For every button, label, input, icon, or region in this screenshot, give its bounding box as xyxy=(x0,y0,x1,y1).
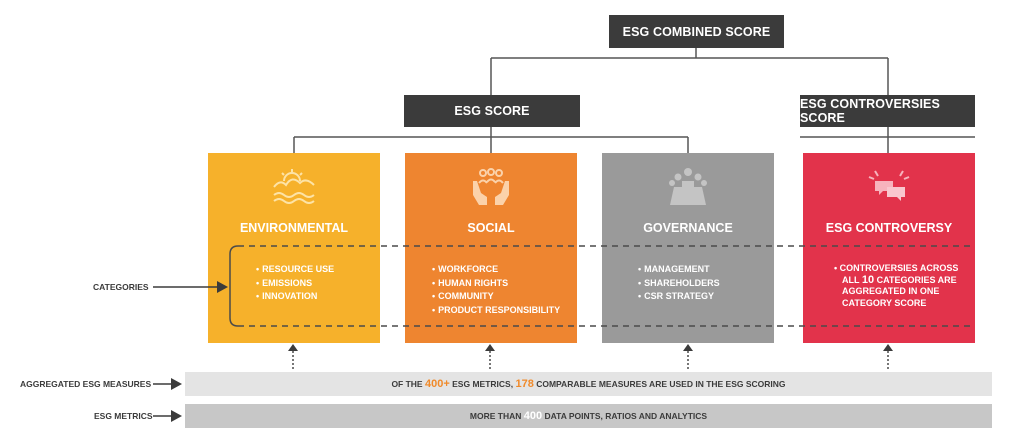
environmental-card: ENVIRONMENTAL RESOURCE USE EMISSIONS INN… xyxy=(208,153,380,343)
speech-bubbles-icon xyxy=(868,170,910,201)
list-item: EMISSIONS xyxy=(256,277,334,291)
esg-combined-score-header: ESG COMBINED SCORE xyxy=(609,15,784,48)
list-item: HUMAN RIGHTS xyxy=(432,277,560,291)
list-item: MANAGEMENT xyxy=(638,263,720,277)
list-item: INNOVATION xyxy=(256,290,334,304)
list-item: COMMUNITY xyxy=(432,290,560,304)
list-item: RESOURCE USE xyxy=(256,263,334,277)
list-item: PRODUCT RESPONSIBILITY xyxy=(432,304,560,318)
governance-card: GOVERNANCE MANAGEMENT SHAREHOLDERS CSR S… xyxy=(602,153,774,343)
environmental-title: ENVIRONMENTAL xyxy=(239,221,349,235)
governance-list: MANAGEMENT SHAREHOLDERS CSR STRATEGY xyxy=(638,263,720,304)
social-card: SOCIAL WORKFORCE HUMAN RIGHTS COMMUNITY … xyxy=(405,153,577,343)
esg-controversy-text: • CONTROVERSIES ACROSS ALL 10 CATEGORIES… xyxy=(834,263,959,308)
aggregated-measures-bar: OF THE 400+ ESG METRICS, 178 COMPARABLE … xyxy=(185,372,992,396)
esg-metrics-bar: MORE THAN 400 DATA POINTS, RATIOS AND AN… xyxy=(185,404,992,428)
social-list: WORKFORCE HUMAN RIGHTS COMMUNITY PRODUCT… xyxy=(432,263,560,317)
aggregated-esg-measures-label: AGGREGATED ESG MEASURES xyxy=(20,379,152,389)
social-title: SOCIAL xyxy=(467,221,515,235)
governance-title: GOVERNANCE xyxy=(643,221,733,235)
esg-controversy-card: ESG CONTROVERSY • CONTROVERSIES ACROSS A… xyxy=(803,153,975,343)
list-item: WORKFORCE xyxy=(432,263,560,277)
esg-score-header: ESG SCORE xyxy=(404,95,580,127)
list-item: CSR STRATEGY xyxy=(638,290,720,304)
environmental-list: RESOURCE USE EMISSIONS INNOVATION xyxy=(256,263,334,304)
hands-people-icon xyxy=(473,168,509,205)
esg-controversies-score-header: ESG CONTROVERSIES SCORE xyxy=(800,95,975,127)
esg-metrics-label: ESG METRICS xyxy=(94,411,153,421)
categories-label: CATEGORIES xyxy=(93,282,149,292)
boardroom-people-icon xyxy=(669,168,707,205)
list-item: SHAREHOLDERS xyxy=(638,277,720,291)
esg-controversy-title: ESG CONTROVERSY xyxy=(825,221,953,235)
landscape-sun-waves-icon xyxy=(273,169,315,204)
